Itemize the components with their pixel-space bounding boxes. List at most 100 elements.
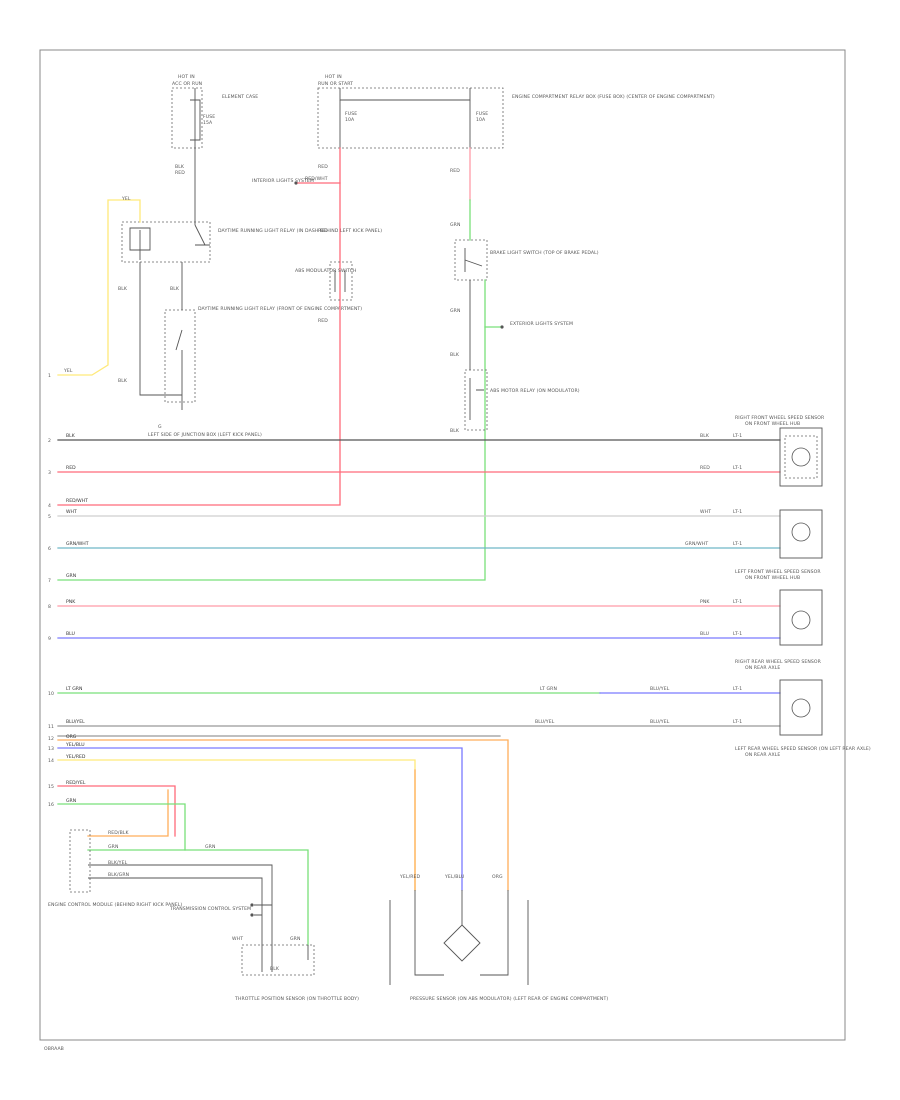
wire-green-lower [57,803,186,851]
sensor-rf-note: ON FRONT WHEEL HUB [745,421,800,427]
sensor-rf-label: RIGHT FRONT WHEEL SPEED SENSOR [735,415,825,421]
term-5: LT-1 [733,599,742,605]
fuse-box-center-side-note: ENGINE COMPARTMENT RELAY BOX (FUSE BOX) … [512,94,715,100]
sensor-lf-label: LEFT FRONT WHEEL SPEED SENSOR [735,569,821,575]
sensor-lf: LEFT FRONT WHEEL SPEED SENSOR ON FRONT W… [735,509,823,581]
bus-label-blu: BLU [66,631,75,637]
ecm-label-red-blk: RED/BLK [108,830,129,836]
bus-label-grn: GRN [66,573,76,579]
mid-label-lt-grn: LT GRN [540,686,557,692]
ps-label-org: ORG [492,874,503,880]
throttle-label: THROTTLE POSITION SENSOR (ON THROTTLE BO… [234,996,359,1002]
term-8: LT-1 [733,719,742,725]
wire-label-red-1: RED [175,170,185,176]
bus-lines [57,439,781,727]
fuse-box-center-subtitle: RUN OR START [318,81,353,87]
center-switch: ABS MODULATOR SWITCH [295,261,357,301]
lower-label-grn: GRN [66,798,76,804]
right-relay-label: ABS MOTOR RELAY (ON MODULATOR) [490,388,580,394]
wire-label-red-wht: RED/WHT [305,176,328,182]
pin-15: 15 [48,784,54,790]
ps-label-yel-blu: YEL/BLU [444,874,464,880]
pin-13: 13 [48,746,54,752]
wire-label-blk-5: BLK [450,352,460,358]
fuse-right-label: FUSE [476,111,488,117]
wire-label-yel-1: YEL [121,196,131,202]
wire-yellow-left [57,199,141,376]
wire-red-center [57,147,341,506]
pin-10: 10 [48,691,54,697]
interior-lights-right-label: EXTERIOR LIGHTS SYSTEM [510,321,573,327]
ps-label-yel-red: YEL/RED [399,874,421,880]
bus-label-lt-grn: LT GRN [66,686,82,692]
wire-blue-lower [57,747,463,891]
sensor-rr-note: ON REAR AXLE [745,665,780,671]
sensor-lr: LEFT REAR WHEEL SPEED SENSOR (ON LEFT RE… [735,679,871,758]
bus-label-wht: WHT [66,509,77,515]
ecm-label-blk-grn: BLK/GRN [108,872,129,878]
pin-2: 2 [48,438,51,444]
wire-orange-short [87,789,169,837]
pin-numbers: 1 2 3 4 5 6 7 8 9 10 11 12 13 14 15 16 [48,373,54,808]
wire-label-grn-2: GRN [450,308,461,314]
term-6: LT-1 [733,631,742,637]
sensor-lf-note: ON FRONT WHEEL HUB [745,575,800,581]
pressure-label: PRESSURE SENSOR (ON ABS MODULATOR) (LEFT… [410,996,608,1002]
bus-label-pnk: PNK [66,599,76,605]
right-switch-label: BRAKE LIGHT SWITCH (TOP OF BRAKE PEDAL) [490,250,599,256]
center-switch-label: ABS MODULATOR SWITCH [295,268,357,274]
page-frame [39,49,846,1041]
tps-label-wht: WHT [232,936,243,942]
sensor-rf: RIGHT FRONT WHEEL SPEED SENSOR ON FRONT … [735,415,825,487]
wire-red-yel [57,785,176,837]
tps-label-grn: GRN [205,844,216,850]
page-id: OBRAAB [44,1046,64,1052]
sub-relay-label: DAYTIME RUNNING LIGHT RELAY (FRONT OF EN… [198,306,362,312]
sub-relay: DAYTIME RUNNING LIGHT RELAY (FRONT OF EN… [164,262,362,410]
right-label-blk: BLK [700,433,710,439]
throttle-sensor: WHT GRN BLK THROTTLE POSITION SENSOR (ON… [232,936,359,1002]
sensor-lr-note: ON REAR AXLE [745,752,780,758]
wire-label-red-3: RED [318,228,328,234]
ecm-block: ENGINE CONTROL MODULE (BEHIND RIGHT KICK… [48,829,273,945]
fuse-box-left-fuse-amps: 15A [203,120,213,126]
wire-label-grn-1: GRN [450,222,461,228]
pin-12: 12 [48,736,54,742]
tps-label-grn-2: GRN [290,936,301,942]
connector-left-label: LEFT SIDE OF JUNCTION BOX (LEFT KICK PAN… [148,432,262,438]
fuse-box-left-title: HOT IN [178,74,195,80]
interior-lights-right: EXTERIOR LIGHTS SYSTEM [484,321,573,329]
right-label-wht: WHT [700,509,711,515]
sensor-rr-label: RIGHT REAR WHEEL SPEED SENSOR [735,659,822,665]
fuse-center-label: FUSE [345,111,357,117]
term-2: LT-1 [733,465,742,471]
fuse-box-center-title: HOT IN [325,74,342,80]
wire-label-red-5: RED [450,168,460,174]
fuse-box-left: HOT IN ACC OR RUN FUSE 15A ELEMENT CASE … [171,74,258,225]
relay-block: DAYTIME RUNNING LIGHT RELAY (IN DASH BEH… [121,221,382,263]
pin-16: 16 [48,802,54,808]
right-label-grn-wht: GRN/WHT [685,541,708,547]
lower-label-yel-blu: YEL/BLU [65,742,85,748]
fuse-center-amps: 10A [345,117,355,123]
pin-14: 14 [48,758,54,764]
tps-label-blk: BLK [270,966,280,972]
interior-lights-left-label: INTERIOR LIGHTS SYSTEM [252,178,314,184]
ecm-label-grn: GRN [108,844,119,850]
pin-8: 8 [48,604,51,610]
right-label-red: RED [700,465,710,471]
pin-5: 5 [48,514,51,520]
fuse-box-left-subtitle: ACC OR RUN [172,81,202,87]
wire-green-long [57,279,486,581]
ecm-label-blk-yel: BLK/YEL [108,860,128,866]
sensor-rr: RIGHT REAR WHEEL SPEED SENSOR ON REAR AX… [735,589,823,671]
wire-label-blk-3: BLK [118,286,128,292]
wire-label-yel-2: YEL [63,368,73,374]
wire-orange-lower [57,739,509,891]
bus-label-red: RED [66,465,76,471]
right-switch: BRAKE LIGHT SWITCH (TOP OF BRAKE PEDAL) [454,239,599,281]
bus-label-grn-wht: GRN/WHT [66,541,89,547]
transmission-block: TRANSMISSION CONTROL SYSTEM [169,903,272,917]
wire-label-red-4: RED [318,318,328,324]
